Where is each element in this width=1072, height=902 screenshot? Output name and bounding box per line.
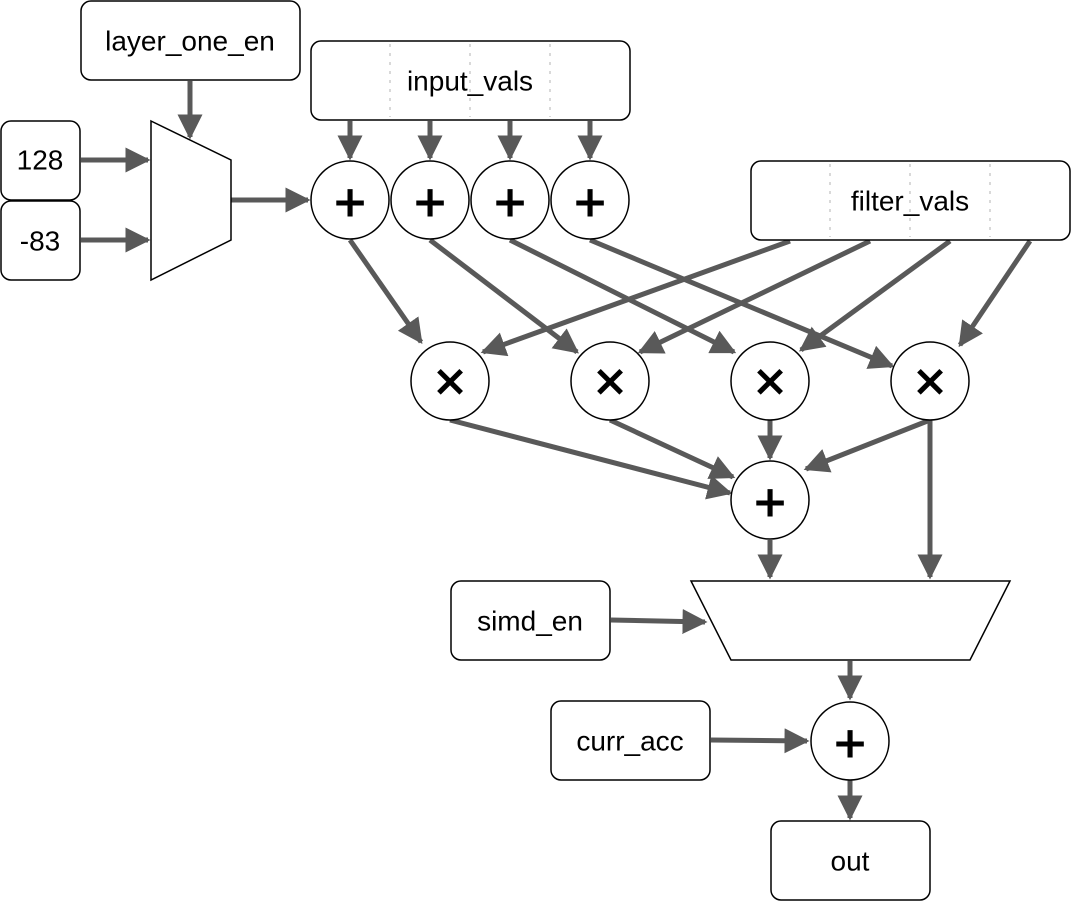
plus-icon: + xyxy=(832,718,869,769)
adder-3: + xyxy=(470,160,550,240)
wire-adder-2-to-mult-2 xyxy=(428,238,579,354)
sum-adder: + xyxy=(730,460,810,540)
wire-mult-4-to-sum-adder xyxy=(803,417,931,473)
plus-icon: + xyxy=(332,177,369,228)
wire-filter-to-mult-2 xyxy=(637,238,872,355)
plus-icon: + xyxy=(412,177,449,228)
out-box: out xyxy=(770,820,931,901)
filter-vals-label: filter_vals xyxy=(851,186,969,217)
curr-acc-box: curr_acc xyxy=(550,700,711,781)
plus-icon: + xyxy=(572,177,609,228)
wire-curr-acc-to-acc-adder xyxy=(710,728,810,754)
const-neg83-box: -83 xyxy=(0,200,81,281)
wire-adder-1-to-mult-1 xyxy=(347,238,424,345)
const-128-box: 128 xyxy=(0,120,81,201)
multiply-icon: × xyxy=(592,356,629,407)
offset-mux xyxy=(150,119,232,282)
input-vals-box: input_vals xyxy=(310,40,631,121)
accumulator-adder: + xyxy=(810,701,890,781)
wire-mult-1-to-sum-adder xyxy=(449,417,733,500)
out-label: out xyxy=(831,846,870,877)
plus-icon: + xyxy=(752,477,789,528)
plus-icon: + xyxy=(492,177,529,228)
simd-en-label: simd_en xyxy=(477,606,583,637)
layer-one-en-label: layer_one_en xyxy=(105,26,275,57)
adder-4: + xyxy=(550,160,630,240)
multiplier-1: × xyxy=(410,341,490,421)
wire-mult-2-to-sum-adder xyxy=(608,417,736,480)
wire-adder-3-to-mult-3 xyxy=(508,237,737,355)
multiplier-3: × xyxy=(730,341,810,421)
wire-filter-to-mult-3 xyxy=(798,238,952,353)
layer-one-en-box: layer_one_en xyxy=(80,0,301,81)
curr-acc-label: curr_acc xyxy=(576,726,683,757)
filter-vals-box: filter_vals xyxy=(750,160,1071,241)
wire-filter-to-mult-1 xyxy=(480,238,791,357)
adder-1: + xyxy=(310,160,390,240)
multiply-icon: × xyxy=(432,356,469,407)
simd-mux xyxy=(689,580,1012,661)
multiply-icon: × xyxy=(912,356,949,407)
multiplier-4: × xyxy=(890,341,970,421)
wire-filter-to-mult-4 xyxy=(957,239,1033,348)
simd-en-box: simd_en xyxy=(450,580,611,661)
wires xyxy=(81,81,1033,821)
multiplier-2: × xyxy=(570,341,650,421)
adder-2: + xyxy=(390,160,470,240)
const-128-label: 128 xyxy=(17,145,64,176)
wire-simd-en-to-simd-mux xyxy=(610,609,708,635)
input-vals-label: input_vals xyxy=(407,66,533,97)
multiply-icon: × xyxy=(752,356,789,407)
const-neg83-label: -83 xyxy=(20,226,60,257)
